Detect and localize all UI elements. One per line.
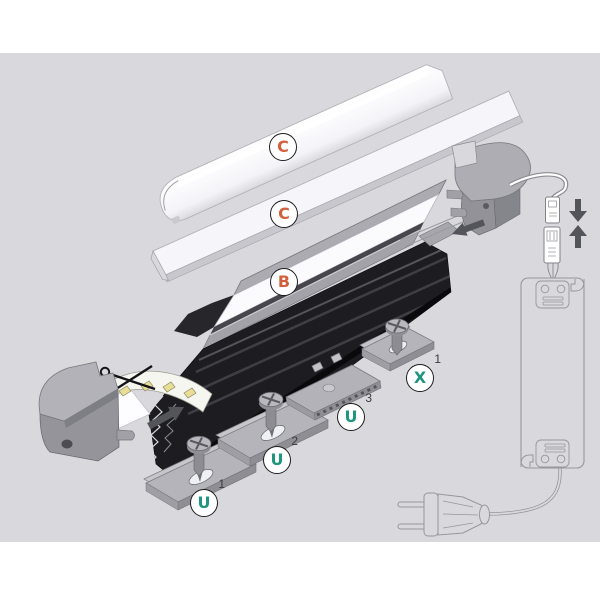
label-cover-flat-letter: C	[278, 204, 290, 223]
insert-arrow-left-cap	[147, 406, 184, 430]
power-supply	[488, 277, 585, 516]
connect-arrow-down-head	[569, 211, 587, 222]
label-cover-flat: C	[270, 200, 298, 228]
plug-grommet	[479, 504, 490, 525]
profile-gap-line	[210, 222, 424, 335]
label-clip-u1-superscript: 1	[218, 477, 225, 491]
label-cover-round-letter: C	[277, 137, 289, 156]
connect-arrow-down-shaft	[575, 199, 581, 211]
end-cap-peg-lower	[450, 207, 468, 218]
plug-prong-lower	[397, 523, 427, 530]
connect-arrows	[569, 199, 587, 248]
mounting-clip-x1	[359, 318, 435, 372]
label-clip-u2: U 2	[263, 434, 298, 474]
psu-top-tab	[570, 278, 585, 292]
label-clip-u2-letter: U	[270, 450, 284, 469]
label-clip-u2-superscript: 2	[291, 434, 298, 448]
label-profile-base: B	[270, 268, 298, 296]
profile-channel-opening	[174, 295, 234, 337]
label-clip-u3: U 3	[337, 391, 372, 431]
label-clip-u1-letter: U	[197, 493, 211, 512]
label-clip-x1-superscript: 1	[434, 352, 441, 366]
end-cap-peg-upper	[446, 189, 464, 200]
end-cap-left	[38, 361, 135, 462]
connect-arrow-up-head	[569, 225, 587, 236]
mounting-clip-u3	[285, 352, 382, 421]
end-cap-peg	[116, 429, 135, 441]
plug-prong-upper	[397, 501, 427, 508]
connect-arrow-up-shaft	[575, 236, 581, 248]
label-clip-u3-superscript: 3	[365, 391, 372, 405]
aluminium-profile	[148, 179, 508, 490]
insert-arrow-right-cap	[452, 219, 486, 236]
connector-female	[543, 226, 561, 264]
cap-cable	[508, 172, 569, 200]
plug-face	[423, 492, 439, 537]
label-profile-base-letter: B	[277, 272, 291, 291]
end-cap-notch	[451, 140, 478, 169]
connector-male	[545, 196, 560, 224]
label-clip-x1: X 1	[406, 352, 441, 392]
label-clip-u1: U 1	[190, 477, 225, 517]
mains-plug	[397, 492, 490, 537]
end-cap-cable-hole	[61, 439, 73, 449]
cover-flat	[150, 90, 524, 283]
label-clip-x1-letter: X	[413, 368, 427, 387]
profile-left-end-fins	[148, 395, 164, 467]
psu-bottom-tab	[520, 454, 534, 468]
label-cover-round: C	[269, 133, 297, 161]
cover-round	[159, 64, 454, 225]
label-clip-u3-letter: U	[344, 407, 358, 426]
